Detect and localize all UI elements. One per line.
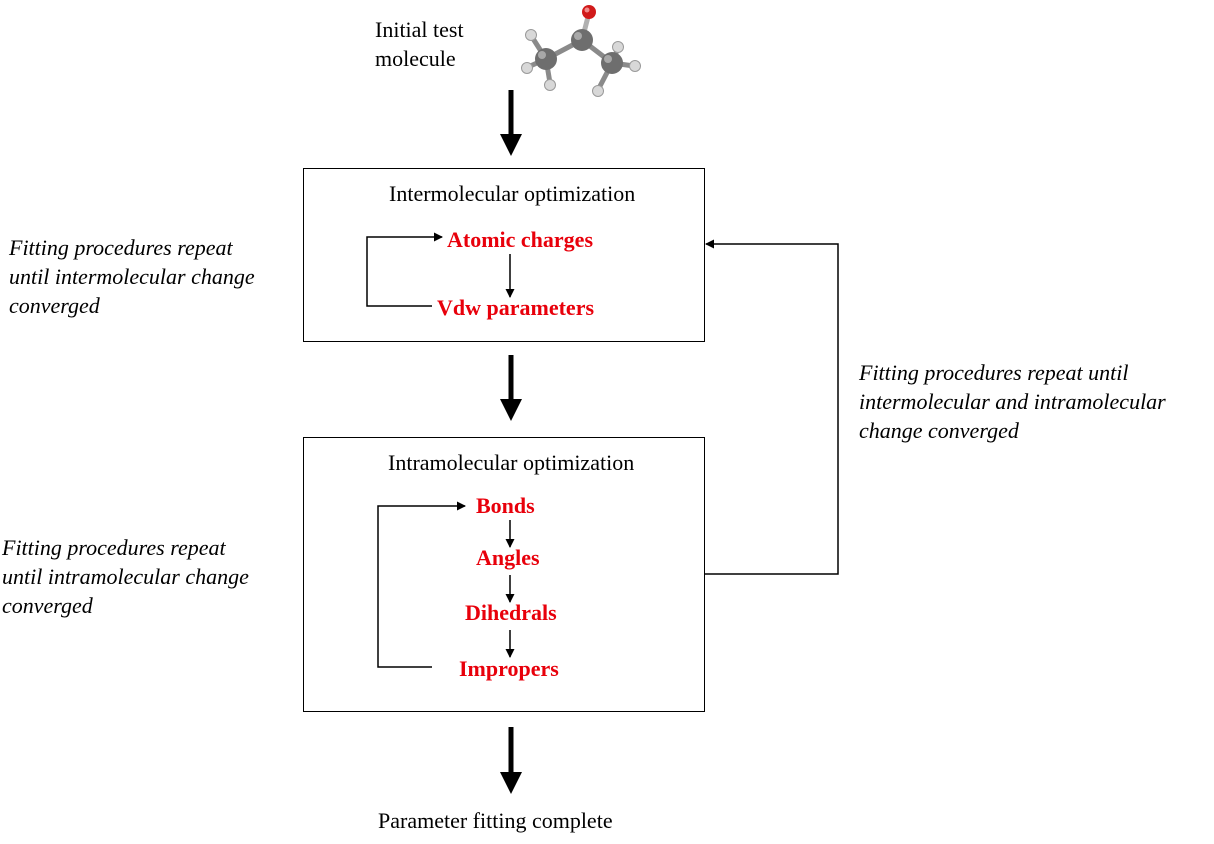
angles-label: Angles xyxy=(476,545,540,570)
inter-loop-arrow xyxy=(366,232,443,307)
dihedrals-label: Dihedrals xyxy=(465,600,557,625)
outer-loop-note-line3: change converged xyxy=(859,418,1019,443)
intra-loop-note-line1: Fitting procedures repeat xyxy=(2,535,226,560)
bonds-label: Bonds xyxy=(476,493,535,518)
impropers-label: Impropers xyxy=(459,656,559,681)
flow-arrow-intra-to-end xyxy=(500,727,522,794)
atomic-charges-label: Atomic charges xyxy=(447,227,594,252)
inter-loop-note-line1: Fitting procedures repeat xyxy=(9,235,233,260)
intermolecular-box xyxy=(303,168,705,342)
start-label-line1: Initial test xyxy=(375,17,464,42)
outer-loop-note-line1: Fitting procedures repeat until xyxy=(859,360,1129,385)
inter-loop-note-line3: converged xyxy=(9,293,100,318)
intramolecular-box xyxy=(303,437,705,712)
intermolecular-title: Intermolecular optimization xyxy=(389,181,636,206)
acetone-ball-and-stick-icon xyxy=(521,5,641,97)
outer-loop-note-line2: intermolecular and intramolecular xyxy=(859,389,1166,414)
intramolecular-title: Intramolecular optimization xyxy=(388,450,635,475)
inter-loop-note-line2: until intermolecular change xyxy=(9,264,255,289)
outer-loop-arrow xyxy=(704,239,839,575)
intra-loop-note-line3: converged xyxy=(2,593,93,618)
flow-arrow-start-to-inter xyxy=(500,90,522,156)
vdw-parameters-label: Vdw parameters xyxy=(437,295,595,320)
intra-loop-note-line2: until intramolecular change xyxy=(2,564,249,589)
end-label: Parameter fitting complete xyxy=(378,808,613,833)
flow-arrow-inter-to-intra xyxy=(500,355,522,421)
start-label-line2: molecule xyxy=(375,46,456,71)
intra-loop-arrow xyxy=(377,501,466,668)
